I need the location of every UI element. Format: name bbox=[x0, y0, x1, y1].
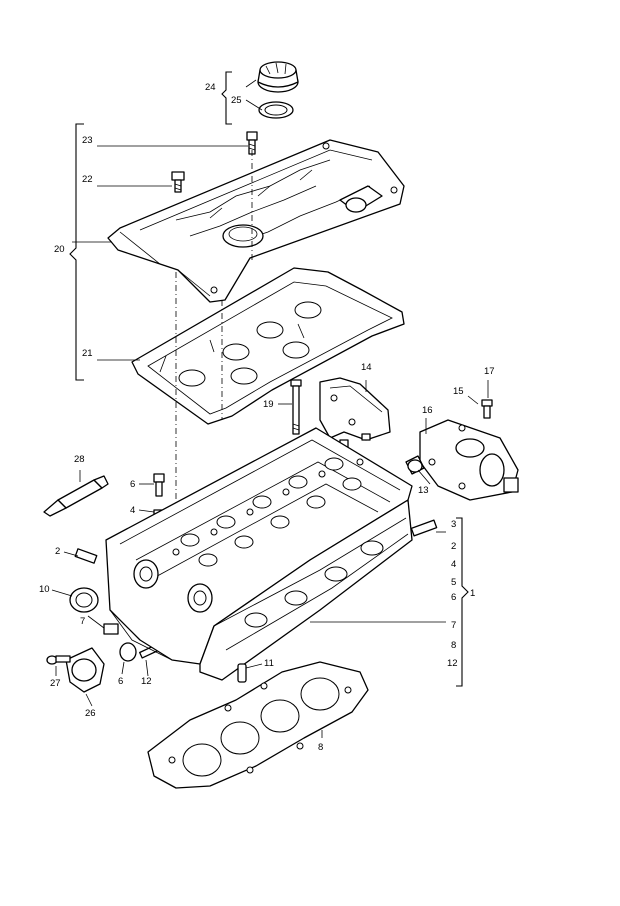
cylinder-head-gasket[interactable] bbox=[147, 661, 369, 789]
callout-6-top: 6 bbox=[130, 479, 135, 490]
callout-23: 23 bbox=[82, 135, 93, 146]
callout-14: 14 bbox=[361, 362, 372, 373]
sealant-tube[interactable] bbox=[43, 475, 109, 517]
oil-filler-cap[interactable] bbox=[257, 61, 299, 93]
valve-cover[interactable] bbox=[107, 139, 405, 303]
callout-17: 17 bbox=[484, 366, 495, 377]
callout-16: 16 bbox=[422, 405, 433, 416]
callout-24: 24 bbox=[205, 82, 216, 93]
bolt-6-top[interactable] bbox=[153, 473, 165, 497]
cylinder-head-bolt-19[interactable] bbox=[290, 379, 302, 435]
callout-right-3: 3 bbox=[451, 519, 456, 530]
seal-cap-13[interactable] bbox=[405, 455, 425, 475]
adjuster-housing-16[interactable] bbox=[419, 419, 519, 501]
callout-2-left: 2 bbox=[55, 546, 60, 557]
callout-25: 25 bbox=[231, 95, 242, 106]
callout-right-8: 8 bbox=[451, 640, 456, 651]
plug-2[interactable] bbox=[74, 548, 98, 564]
callout-27: 27 bbox=[50, 678, 61, 689]
cover-stud-22[interactable] bbox=[171, 171, 185, 193]
callout-6-bottom: 6 bbox=[118, 676, 123, 687]
callout-right-7: 7 bbox=[451, 620, 456, 631]
callout-15: 15 bbox=[453, 386, 464, 397]
callout-20: 20 bbox=[54, 244, 65, 255]
callout-13: 13 bbox=[418, 485, 429, 496]
callout-26: 26 bbox=[85, 708, 96, 719]
tube-11[interactable] bbox=[237, 663, 247, 683]
solenoid-bolt-17[interactable] bbox=[481, 399, 493, 419]
callout-21: 21 bbox=[82, 348, 93, 359]
callout-right-2: 2 bbox=[451, 541, 456, 552]
callout-right-5: 5 bbox=[451, 577, 456, 588]
filler-cap-seal-ring[interactable] bbox=[258, 101, 294, 119]
callout-8-bottom: 8 bbox=[318, 742, 323, 753]
oil-seal-10[interactable] bbox=[69, 587, 99, 613]
valve-cover-gasket[interactable] bbox=[131, 267, 405, 425]
callout-19: 19 bbox=[263, 399, 274, 410]
plug-7[interactable] bbox=[103, 623, 119, 635]
callout-1: 1 bbox=[470, 588, 475, 599]
callout-labels: 24 25 23 22 20 21 19 14 15 17 16 13 28 6… bbox=[39, 82, 495, 753]
callout-11: 11 bbox=[264, 658, 274, 669]
callout-7-left: 7 bbox=[80, 616, 85, 627]
callout-right-12: 12 bbox=[447, 658, 458, 669]
bracket-24 bbox=[221, 71, 232, 125]
callout-right-6: 6 bbox=[451, 592, 456, 603]
camshaft-housing-14[interactable] bbox=[319, 377, 391, 449]
cap-8[interactable] bbox=[119, 642, 137, 662]
cover-plate-26[interactable] bbox=[65, 647, 105, 693]
callout-4-left: 4 bbox=[130, 505, 135, 516]
callout-right-4: 4 bbox=[451, 559, 456, 570]
bracket-1 bbox=[456, 517, 469, 687]
cylinder-head[interactable] bbox=[105, 427, 438, 681]
callout-10: 10 bbox=[39, 584, 50, 595]
callout-12-bottom: 12 bbox=[141, 676, 152, 687]
bolt-27[interactable] bbox=[46, 655, 71, 665]
callout-28: 28 bbox=[74, 454, 85, 465]
bracket-20 bbox=[69, 123, 84, 381]
callout-22: 22 bbox=[82, 174, 93, 185]
